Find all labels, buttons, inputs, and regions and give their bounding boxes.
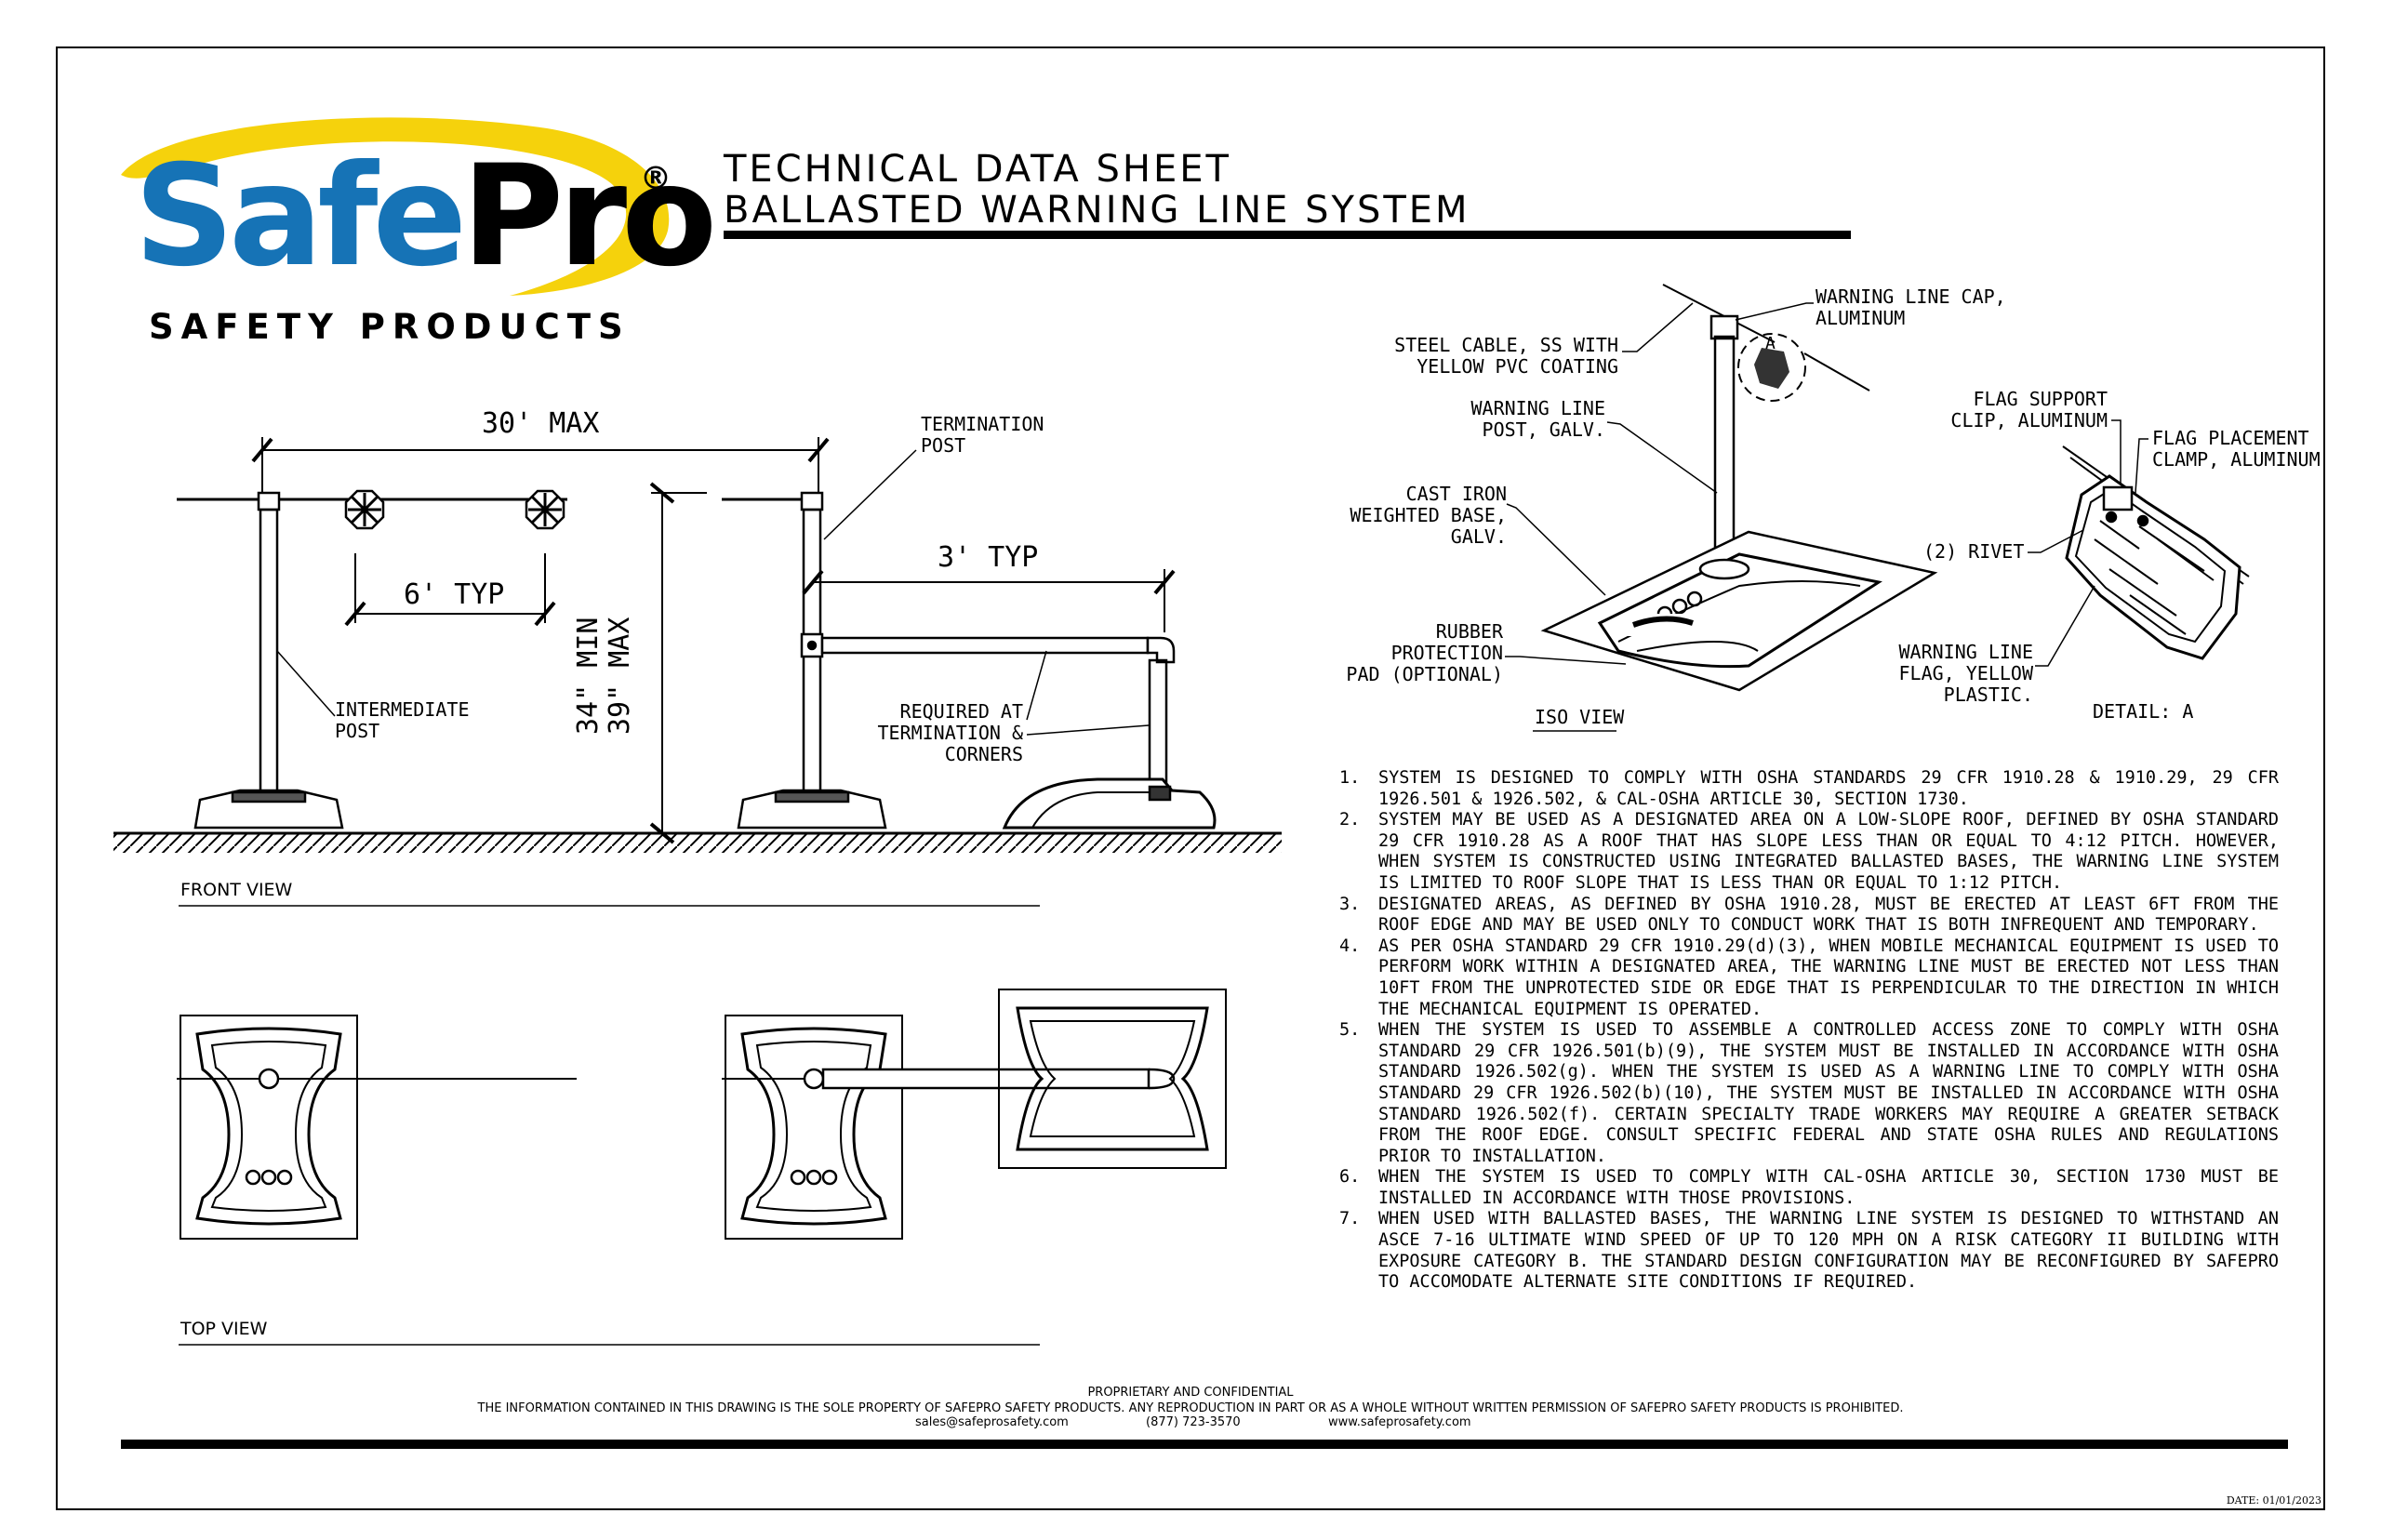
label-steel-cable: STEEL CABLE, SS WITH YELLOW PVC COATING — [1394, 334, 1618, 378]
detail-leaders — [2028, 419, 2148, 667]
note-item: 7.WHEN USED WITH BALLASTED BASES, THE WA… — [1339, 1209, 2279, 1293]
sheet-title: TECHNICAL DATA SHEET BALLASTED WARNING L… — [724, 149, 1470, 231]
iso-view-caption: ISO VIEW — [1535, 706, 1625, 728]
footer-email: sales@safeprosafety.com — [915, 1415, 1069, 1429]
note-item: 3.DESIGNATED AREAS, AS DEFINED BY OSHA 1… — [1339, 894, 2279, 936]
label-termination-post: TERMINATION POST — [921, 413, 1044, 457]
drawing-frame — [56, 46, 2325, 1510]
dim-30ft-label: 30' MAX — [482, 407, 600, 440]
note-item: 2.SYSTEM MAY BE USED AS A DESIGNATED ARE… — [1339, 810, 2279, 893]
leader-required — [1026, 650, 1150, 736]
title-rule — [724, 231, 1851, 239]
dim-3ft-label: 3' TYP — [938, 541, 1039, 574]
note-item: 5.WHEN THE SYSTEM IS USED TO ASSEMBLE A … — [1339, 1020, 2279, 1166]
top-view-caption: TOP VIEW — [180, 1319, 268, 1339]
footer-website: www.safeprosafety.com — [1328, 1415, 1471, 1429]
dim-height — [649, 482, 707, 844]
front-view-ground — [113, 831, 1282, 853]
logo-pro: Pro — [461, 136, 717, 298]
footer-phone: (877) 723-3570 — [1146, 1415, 1241, 1429]
logo-safe: Safe — [134, 136, 467, 298]
label-flag-support-clip: FLAG SUPPORT CLIP, ALUMINUM — [1950, 388, 2108, 431]
note-item: 4.AS PER OSHA STANDARD 29 CFR 1910.29(d)… — [1339, 936, 2279, 1019]
front-view-caption: FRONT VIEW — [180, 880, 293, 900]
safepro-logo: SafePro ® — [110, 110, 717, 296]
title-line-1: TECHNICAL DATA SHEET — [724, 148, 1231, 191]
label-cast-iron-base: CAST IRON WEIGHTED BASE, GALV. — [1350, 483, 1507, 548]
general-notes: 1.SYSTEM IS DESIGNED TO COMPLY WITH OSHA… — [1339, 768, 2279, 1294]
dim-6ft — [344, 553, 556, 627]
registered-mark: ® — [640, 160, 672, 197]
note-item: 1.SYSTEM IS DESIGNED TO COMPLY WITH OSHA… — [1339, 768, 2279, 809]
note-item: 6.WHEN THE SYSTEM IS USED TO COMPLY WITH… — [1339, 1167, 2279, 1208]
title-line-2: BALLASTED WARNING LINE SYSTEM — [724, 189, 1470, 232]
logo-wordmark: SafePro — [134, 147, 717, 286]
iso-leaders — [1505, 302, 1814, 732]
detail-marker: A — [1765, 334, 1776, 353]
detail-a — [2062, 445, 2250, 660]
drawing-date: DATE: 01/01/2023 — [2226, 1494, 2321, 1507]
label-warning-cap: WARNING LINE CAP, ALUMINUM — [1816, 285, 2006, 329]
termination-post — [722, 491, 1217, 830]
footer-statement: THE INFORMATION CONTAINED IN THIS DRAWIN… — [477, 1401, 1904, 1415]
dim-3ft — [802, 569, 1176, 632]
top-view-intermediate — [177, 1015, 577, 1240]
label-required: REQUIRED AT TERMINATION & CORNERS — [877, 700, 1023, 765]
intermediate-post — [177, 491, 567, 830]
label-warning-flag: WARNING LINE FLAG, YELLOW PLASTIC. — [1898, 641, 2034, 706]
iso-view — [1540, 284, 1938, 692]
dim-30ft — [251, 437, 830, 493]
label-flag-placement-clamp: FLAG PLACEMENT CLAMP, ALUMINUM — [2152, 427, 2321, 471]
top-view-termination — [722, 989, 1227, 1240]
label-rubber-pad: RUBBER PROTECTION PAD (OPTIONAL) — [1346, 620, 1503, 685]
footer-rule — [121, 1440, 2288, 1449]
dim-height-label: 34" MIN 39" MAX — [572, 617, 636, 735]
dim-6ft-label: 6' TYP — [404, 578, 505, 611]
detail-a-caption: DETAIL: A — [2093, 700, 2194, 723]
label-warning-post: WARNING LINE POST, GALV. — [1470, 397, 1606, 441]
label-intermediate-post: INTERMEDIATE POST — [335, 698, 470, 742]
leader-termination — [823, 449, 917, 540]
label-rivet: (2) RIVET — [1923, 540, 2025, 563]
logo-tagline: SAFETY PRODUCTS — [149, 307, 631, 347]
front-view-flags — [344, 489, 565, 530]
footer-heading: PROPRIETARY AND CONFIDENTIAL — [1087, 1386, 1294, 1400]
leader-intermediate — [276, 650, 336, 717]
